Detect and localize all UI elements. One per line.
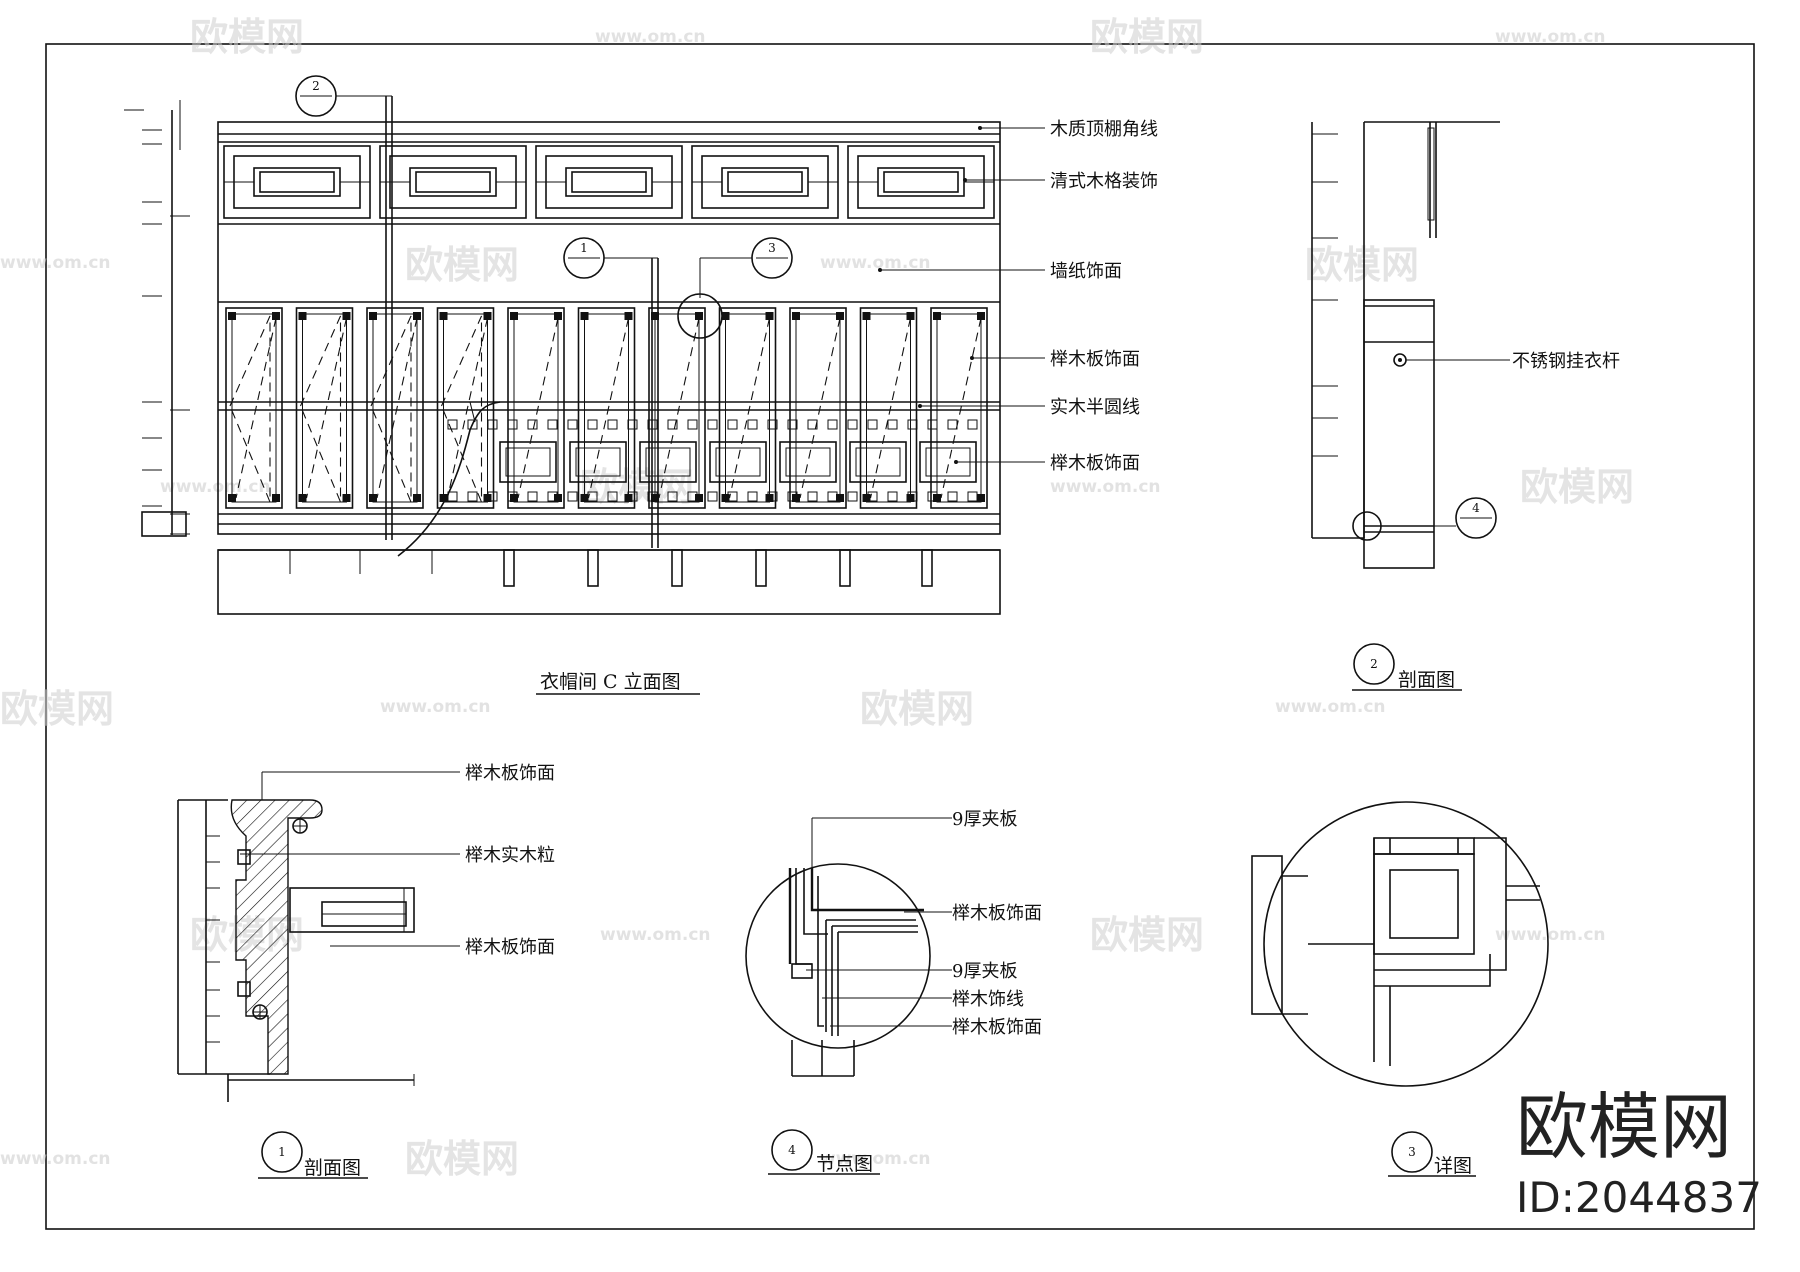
watermark-url: www.om.cn (820, 1149, 931, 1169)
watermark-url: www.om.cn (1495, 925, 1606, 945)
watermark-text: 欧模网 (405, 1137, 519, 1181)
section-2-title-tag: 2 (1353, 643, 1395, 685)
svg-text:3: 3 (768, 241, 776, 255)
label-beech-panel-a: 榉木板饰面 (465, 763, 555, 784)
brand-logo-text: 欧模网 (1516, 1085, 1732, 1169)
detail-3-title: 详图 (1434, 1155, 1472, 1177)
label-plywood-9-b: 9厚夹板 (952, 961, 1017, 982)
watermark-url: www.om.cn (1275, 697, 1386, 717)
label-beech-panel-lower: 榉木板饰面 (1050, 453, 1140, 474)
node-4-title: 节点图 (816, 1153, 873, 1175)
watermark-text: 欧模网 (190, 15, 304, 59)
watermark-url: www.om.cn (820, 253, 931, 273)
watermark-text: 欧模网 (405, 243, 519, 287)
section-2-drawing: 不锈钢挂衣杆 4 2 剖面图 (1311, 121, 1620, 691)
detail-tag-4: 4 (1455, 497, 1497, 539)
watermark-text: 欧模网 (0, 687, 114, 731)
section-tag-1: 1 (563, 237, 658, 279)
node-4-drawing: 9厚夹板 榉木板饰面 9厚夹板 榉木饰线 榉木板饰面 4 节点图 (745, 809, 1042, 1175)
label-beech-panel-c: 榉木板饰面 (952, 903, 1042, 924)
watermark-text: 欧模网 (1520, 465, 1634, 509)
svg-text:3: 3 (1408, 1145, 1416, 1159)
watermark-url: www.om.cn (0, 253, 111, 273)
sheet-border (45, 43, 1755, 1230)
watermark-url: www.om.cn (595, 27, 706, 47)
svg-text:1: 1 (580, 241, 588, 255)
label-beech-panel: 榉木板饰面 (1050, 349, 1140, 370)
svg-text:4: 4 (1472, 501, 1480, 515)
detail-tag-3: 3 (677, 237, 793, 339)
detail-3-drawing: 3 详图 (1251, 801, 1549, 1177)
watermark-url: www.om.cn (1495, 27, 1606, 47)
watermark-layer: 欧模网 www.om.cn 欧模网 www.om.cn 欧模网 www.om.c… (0, 15, 1634, 1181)
elevation-drawing: 2 1 3 木质顶棚角线 清式木格装饰 墙纸饰面 榉 (124, 75, 1158, 695)
section-1-title-tag: 1 (261, 1131, 303, 1173)
svg-text:2: 2 (312, 79, 320, 93)
label-beech-panel-d: 榉木板饰面 (952, 1017, 1042, 1038)
watermark-url: www.om.cn (1050, 477, 1161, 497)
label-lattice-decor: 清式木格装饰 (1050, 171, 1158, 192)
label-wallpaper: 墙纸饰面 (1050, 261, 1122, 282)
brand-id: ID:2044837 (1516, 1173, 1762, 1222)
node-4-title-tag: 4 (771, 1129, 813, 1171)
elevation-leaders (878, 126, 1045, 464)
watermark-text: 欧模网 (1090, 15, 1204, 59)
label-plywood-9-a: 9厚夹板 (952, 809, 1017, 830)
watermark-url: www.om.cn (160, 477, 271, 497)
label-hanging-rod: 不锈钢挂衣杆 (1512, 351, 1620, 372)
label-half-round: 实木半圆线 (1050, 397, 1140, 418)
svg-text:2: 2 (1370, 657, 1378, 671)
watermark-url: www.om.cn (0, 1149, 111, 1169)
watermark-text: 欧模网 (1090, 913, 1204, 957)
section-1-title: 剖面图 (304, 1157, 361, 1179)
detail-3-title-tag: 3 (1391, 1131, 1433, 1173)
watermark-text: 欧模网 (1305, 243, 1419, 287)
watermark-url: www.om.cn (380, 697, 491, 717)
section-2-title: 剖面图 (1398, 669, 1455, 691)
section-tag-2: 2 (295, 75, 392, 117)
label-ceiling-moulding: 木质顶棚角线 (1050, 119, 1158, 140)
elevation-title: 衣帽间 C 立面图 (540, 671, 681, 693)
watermark-url: www.om.cn (600, 925, 711, 945)
label-beech-moulding: 榉木饰线 (952, 989, 1024, 1010)
svg-text:4: 4 (788, 1143, 796, 1157)
label-beech-solid: 榉木实木粒 (465, 845, 555, 866)
watermark-text: 欧模网 (860, 687, 974, 731)
label-beech-panel-b: 榉木板饰面 (465, 937, 555, 958)
section-1-drawing: 榉木板饰面 榉木实木粒 榉木板饰面 1 剖面图 (177, 763, 555, 1179)
svg-text:1: 1 (278, 1145, 286, 1159)
